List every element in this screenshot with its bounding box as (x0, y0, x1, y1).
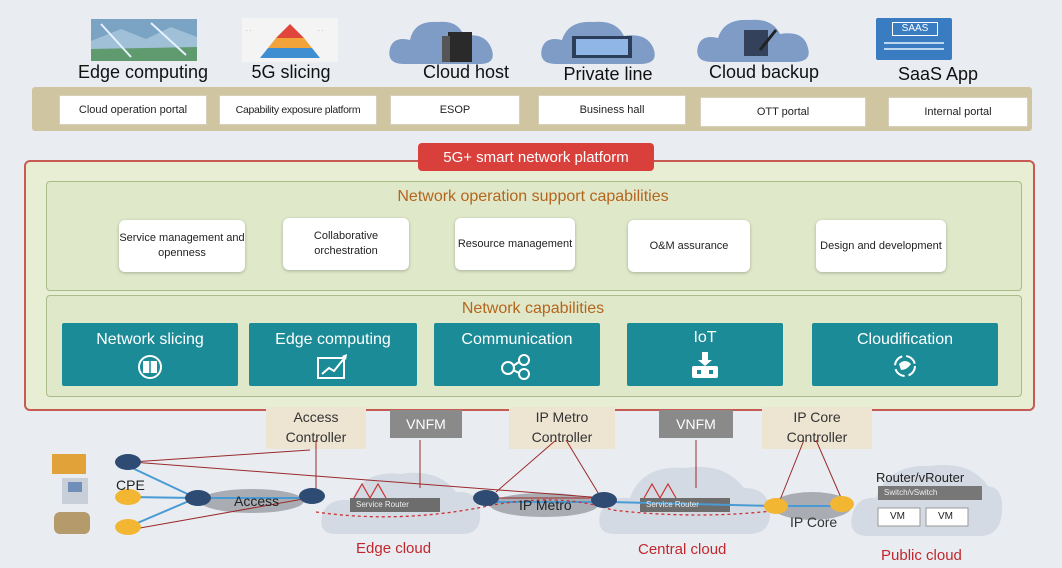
vnfm-box-2: VNFM (659, 410, 733, 438)
pyramid-diagram-image: · · · · (242, 18, 338, 62)
saas-screen-label: SAAS (892, 22, 938, 36)
ip-metro-controller: IP Metro Controller (509, 407, 615, 449)
portal-ott: OTT portal (700, 97, 866, 127)
edge-computing-image (91, 19, 197, 61)
network-topology-diagram (52, 440, 1003, 536)
router-vrouter-label: Router/vRouter (876, 470, 965, 485)
iot-label: IoT (693, 329, 717, 346)
cloud-pen-icon (697, 19, 809, 62)
capability-om-assurance: O&M assurance (628, 220, 750, 272)
network-slicing-label: Network slicing (96, 331, 204, 348)
edge-computing-label: Edge computing (275, 331, 391, 348)
switch-box (878, 486, 982, 500)
portal-capability-exposure: Capability exposure platform (219, 95, 377, 125)
service-label-edge-computing: Edge computing (77, 62, 209, 82)
capability-service-management: Service management and openness (119, 220, 245, 272)
capability-design-development: Design and development (816, 220, 946, 272)
cpe-label: CPE (116, 477, 145, 493)
public-cloud-label: Public cloud (881, 547, 962, 564)
communication-card: Communication (434, 323, 600, 386)
service-router-edge (350, 498, 440, 512)
network-capabilities-title: Network capabilities (461, 300, 605, 317)
service-label-private-line: Private line (563, 64, 653, 84)
globe-cycle-icon (894, 355, 916, 377)
vm-box-2 (925, 507, 969, 527)
service-router-label-central: Service Router (646, 500, 699, 509)
svg-text:· ·: · · (318, 28, 324, 34)
vm-box-1 (877, 507, 921, 527)
access-label: Access (234, 493, 280, 509)
ip-core-label: IP Core (790, 514, 838, 530)
capability-resource-management: Resource management (455, 218, 575, 270)
service-label-saas-app: SaaS App (897, 64, 979, 84)
portal-business-hall: Business hall (538, 95, 686, 125)
vm-label-2: VM (938, 511, 953, 522)
connected-nodes-icon (501, 354, 530, 380)
access-ring (200, 489, 304, 513)
vm-label-1: VM (890, 511, 905, 522)
iot-card: IoT (627, 323, 783, 386)
service-router-label-edge: Service Router (356, 500, 409, 509)
cloudification-label: Cloudification (856, 331, 954, 348)
trend-chart-icon (317, 354, 347, 379)
saas-screen-icon: SAAS (876, 18, 952, 60)
network-slicing-card: Network slicing (62, 323, 238, 386)
cube-icon (138, 355, 162, 379)
device-icons (52, 454, 90, 534)
service-label-cloud-host: Cloud host (422, 62, 510, 82)
edge-computing-card: Edge computing (249, 323, 417, 386)
vnfm-box-1: VNFM (390, 410, 462, 438)
cloudification-card: Cloudification (812, 323, 998, 386)
switch-label: Switch/vSwitch (884, 488, 938, 497)
ip-metro-label: IP Metro (519, 497, 572, 513)
edge-cloud-label: Edge cloud (356, 540, 432, 557)
service-router-central (640, 498, 730, 512)
platform-title: 5G+ smart network platform (418, 143, 654, 171)
service-label-cloud-backup: Cloud backup (708, 62, 820, 82)
svg-text:· ·: · · (246, 28, 252, 34)
cloud-monitor-icon (541, 21, 655, 64)
capability-collaborative-orchestration: Collaborative orchestration (283, 218, 409, 270)
portal-internal: Internal portal (888, 97, 1028, 127)
ip-metro-ring (490, 493, 598, 517)
operation-support-title: Network operation support capabilities (397, 188, 669, 205)
iot-device-icon (692, 352, 718, 378)
portal-esop: ESOP (390, 95, 520, 125)
service-label-5g-slicing: 5G slicing (251, 62, 331, 82)
communication-label: Communication (461, 331, 573, 348)
cloud-server-icon (389, 21, 493, 64)
central-cloud-label: Central cloud (638, 541, 727, 558)
router-icons (115, 454, 854, 535)
portal-cloud-operation: Cloud operation portal (59, 95, 207, 125)
